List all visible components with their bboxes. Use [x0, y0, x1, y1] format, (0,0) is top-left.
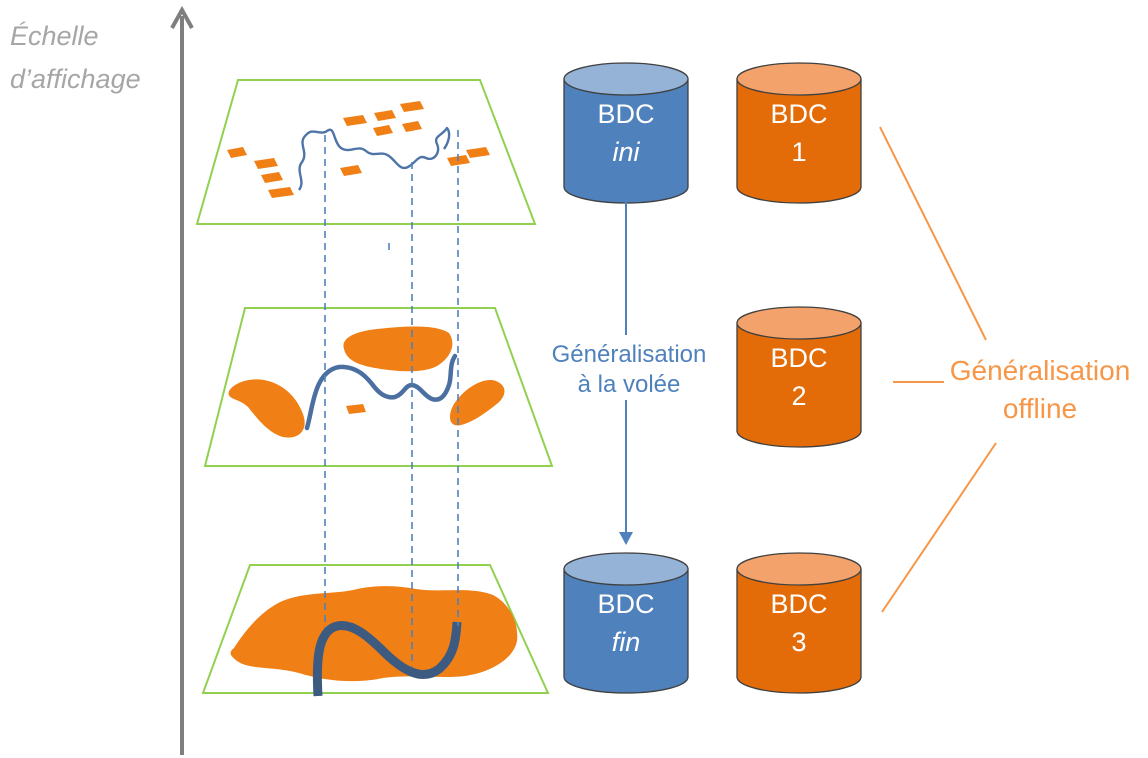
db-body — [736, 568, 862, 694]
offline-connectors — [879, 126, 997, 613]
offline-label-line2: offline — [1003, 393, 1077, 424]
building-blocks-top — [227, 101, 490, 198]
db-top — [563, 552, 689, 586]
connector-bdc1 — [879, 126, 987, 341]
db-top — [563, 62, 689, 96]
db-label-line2: 3 — [791, 627, 806, 657]
db-body — [563, 78, 689, 204]
map-layer-generalised — [201, 564, 550, 697]
on-the-fly-arrow — [619, 193, 633, 545]
db-cylinder-ini: BDC ini — [563, 62, 689, 204]
river-detailed — [297, 126, 451, 191]
db-label-line2: ini — [612, 137, 640, 167]
axis-label-line1: Échelle — [10, 21, 99, 51]
db-label-line2: fin — [612, 627, 641, 657]
scale-axis-arrowhead — [170, 5, 194, 29]
db-label-line1: BDC — [597, 99, 654, 129]
db-label-line1: BDC — [770, 589, 827, 619]
db-label-line1: BDC — [770, 99, 827, 129]
db-body — [736, 78, 862, 204]
db-label-line2: 1 — [791, 137, 806, 167]
db-cylinder-bdc1: BDC 1 — [736, 62, 862, 204]
on-the-fly-label-line2: à la volée — [578, 371, 681, 398]
map-layer-detailed — [195, 79, 537, 225]
db-body — [563, 568, 689, 694]
correspondence-lines — [324, 130, 459, 667]
db-cylinder-bdc2: BDC 2 — [736, 306, 862, 448]
river-generalised — [312, 621, 462, 697]
db-top — [736, 62, 862, 96]
db-label-line2: 2 — [791, 381, 806, 411]
db-body — [736, 322, 862, 448]
db-cylinder-fin: BDC fin — [563, 552, 689, 694]
axis-label-line2: d’affichage — [10, 64, 141, 94]
offline-label-line1: Généralisation — [950, 355, 1131, 386]
db-top — [736, 306, 862, 340]
db-top — [736, 552, 862, 586]
scale-axis — [170, 5, 194, 755]
on-the-fly-label-line1: Généralisation — [552, 341, 707, 368]
map-layer-intermediate — [203, 307, 554, 467]
db-label-line1: BDC — [597, 589, 654, 619]
connector-bdc3 — [881, 442, 997, 613]
arrowhead-down — [619, 532, 633, 545]
area-blobs-middle — [228, 326, 505, 438]
db-cylinder-bdc3: BDC 3 — [736, 552, 862, 694]
db-label-line1: BDC — [770, 343, 827, 373]
